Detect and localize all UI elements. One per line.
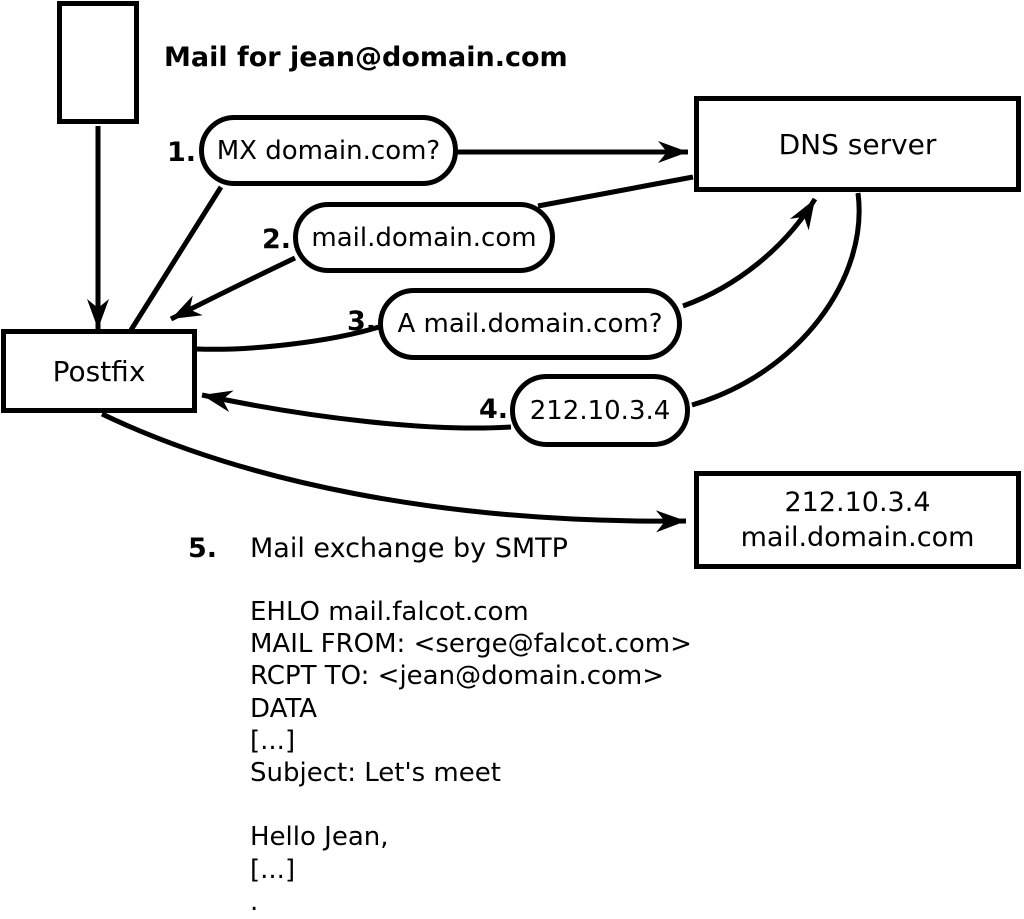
step-number-5: 5. (188, 533, 218, 564)
line-dns-to-answer2 (537, 174, 694, 209)
dns-server-node: DNS server (694, 96, 1021, 192)
query-a-pill: A mail.domain.com? (378, 288, 682, 360)
step-number-4: 4. (478, 394, 508, 425)
step-number-1: 1. (166, 137, 196, 168)
step-number-2: 2. (261, 224, 291, 255)
smtp-session-transcript: EHLO mail.falcot.com MAIL FROM: <serge@f… (250, 597, 692, 917)
postfix-label: Postfix (52, 354, 146, 388)
arrow-query3-to-dns (682, 197, 818, 309)
answer-mx-pill: mail.domain.com (293, 202, 555, 273)
arrow-answer4-to-postfix (201, 390, 512, 431)
line-postfix-to-query3 (196, 324, 380, 352)
dns-server-label: DNS server (778, 127, 937, 161)
arrow-smtp-to-target (100, 411, 687, 533)
step-5-label: Mail exchange by SMTP (250, 533, 568, 564)
postfix-node: Postfix (1, 329, 197, 413)
line-dns-to-answer4 (691, 192, 862, 408)
arrow-answer2-to-postfix (169, 255, 297, 322)
target-server-hostname: mail.domain.com (740, 522, 975, 553)
diagram-title: Mail for jean@domain.com (164, 42, 568, 73)
mail-envelope-shape (57, 1, 139, 124)
target-server-node: 212.10.3.4 mail.domain.com (694, 471, 1021, 569)
query-mx-pill: MX domain.com? (199, 115, 458, 186)
line-postfix-to-query1 (128, 185, 224, 332)
step-number-3: 3. (346, 306, 376, 337)
target-server-ip: 212.10.3.4 (784, 487, 931, 518)
answer-a-pill: 212.10.3.4 (510, 374, 690, 447)
